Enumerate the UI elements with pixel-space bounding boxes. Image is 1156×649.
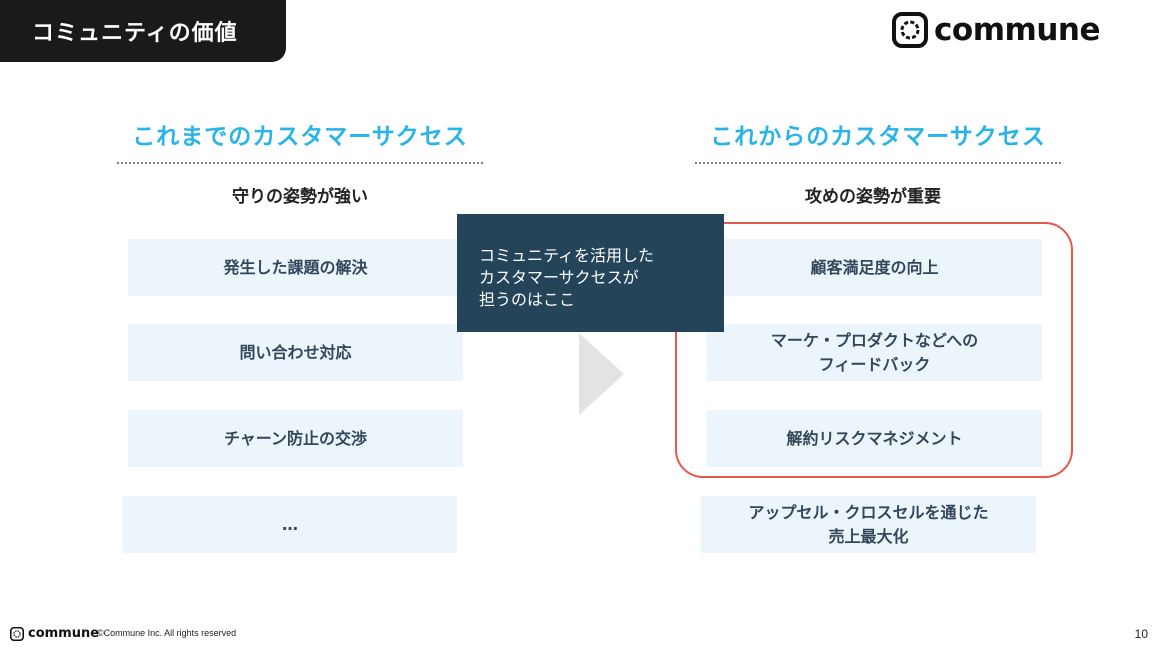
page-number: 10 [1134,627,1148,641]
brand-logo: commune [892,12,1100,48]
left-item-ellipsis: … [123,496,457,553]
right-divider [695,162,1061,164]
left-divider [117,162,483,164]
slide-title: コミュニティの価値 [0,0,286,62]
left-subheading: 守りの姿勢が強い [232,187,368,207]
callout-box: コミュニティを活用した カスタマーサクセスが 担うのはここ [457,214,724,332]
left-heading: これまでのカスタマーサクセス [132,124,468,150]
highlight-frame [675,222,1073,478]
copyright-text: ©Commune Inc. All rights reserved [97,628,237,638]
right-subheading: 攻めの姿勢が重要 [805,187,941,207]
right-item-3: 解約リスクマネジメント [707,410,1042,467]
right-item-extra: アップセル・クロスセルを通じた 売上最大化 [701,496,1036,553]
commune-logo-icon [10,626,24,641]
left-item-1: 発生した課題の解決 [128,239,463,296]
left-item-3: チャーン防止の交渉 [128,410,463,467]
right-heading: これからのカスタマーサクセス [710,124,1046,150]
chevron-right-icon [579,333,624,415]
right-item-2: マーケ・プロダクトなどへの フィードバック [707,324,1042,381]
footer-brand: commune [10,626,99,641]
right-item-1: 顧客満足度の向上 [707,239,1042,296]
commune-logo-icon [892,12,929,48]
left-item-2: 問い合わせ対応 [128,324,463,381]
brand-name: commune [934,12,1100,48]
footer-brand-name: commune [28,626,100,641]
